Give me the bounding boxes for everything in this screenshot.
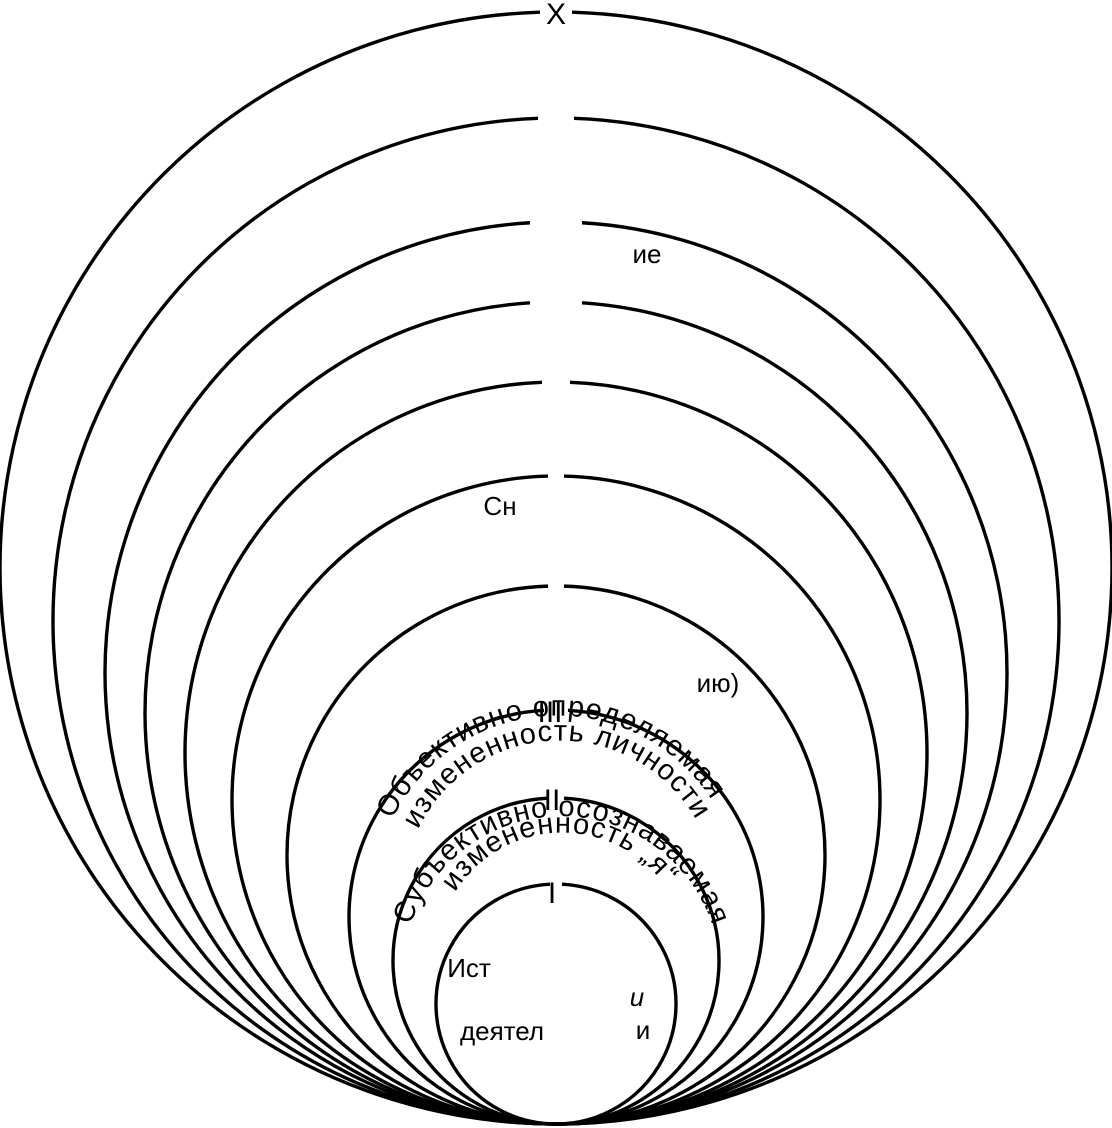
numeral-i: I [548,877,556,910]
ring-5 [183,380,929,1126]
fragment-sn: Сн [483,491,516,521]
ring-2 [51,116,1061,1126]
numeral-x: X [546,0,566,31]
ring-3 [103,221,1009,1126]
ring-7 [285,584,827,1126]
ring-10 [434,882,678,1126]
fragment-i-italic: и [630,982,644,1012]
fragment-iyu: ию) [697,668,740,698]
fragment-i: и [636,1015,651,1045]
fragment-ist: Ист [447,953,491,983]
numeral-ii: II [544,784,561,817]
fragment-deyatel: деятел [460,1016,544,1046]
ring-1 [0,10,1112,1126]
ring-group [0,10,1112,1126]
numeral-iii: III [537,696,562,729]
fragment-ie: ие [633,239,662,269]
